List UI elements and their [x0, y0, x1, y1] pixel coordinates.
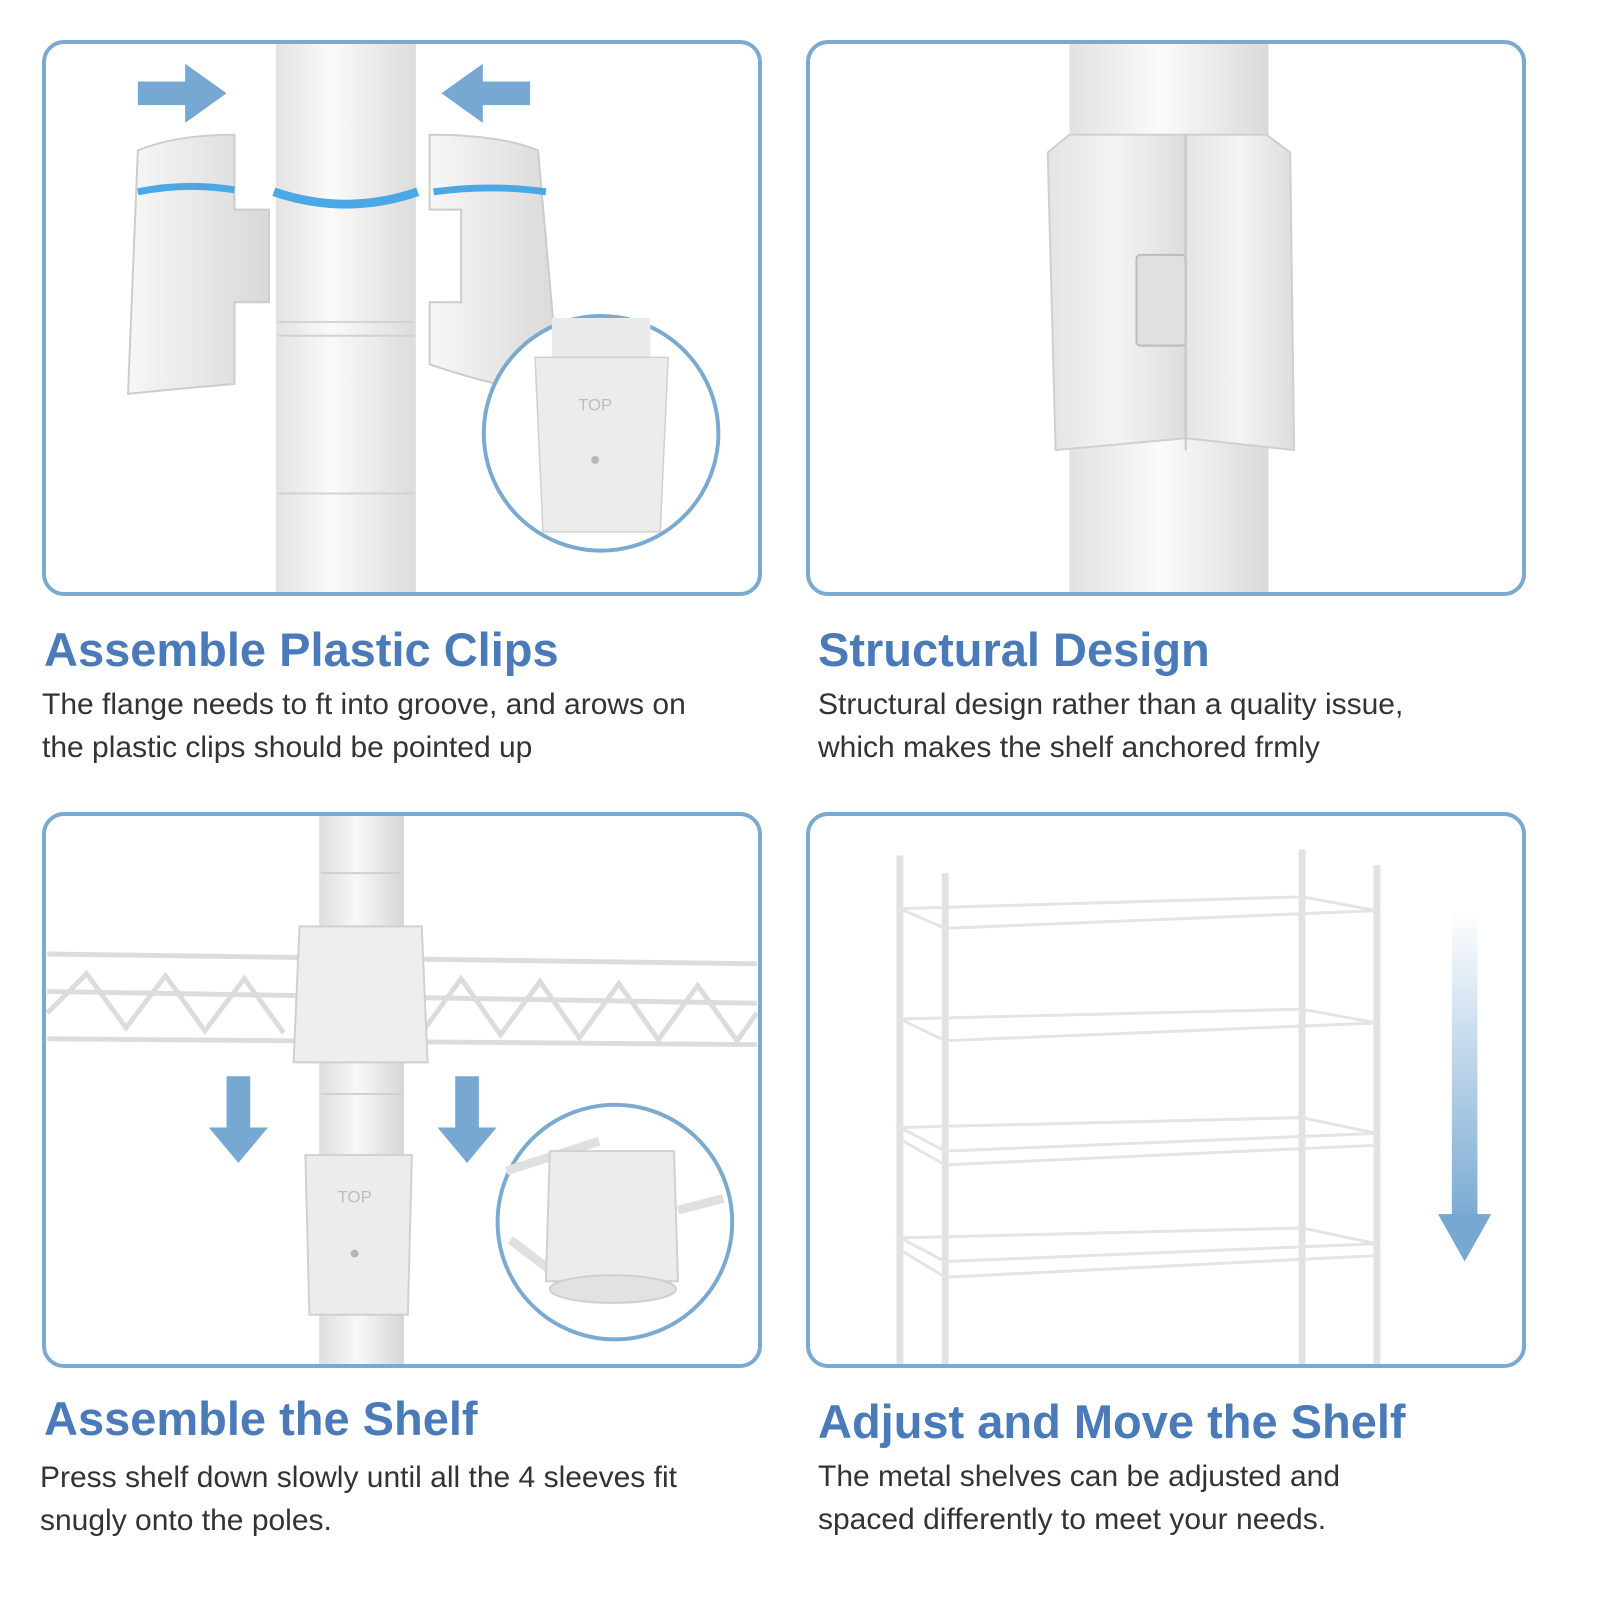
section-title-structure: Structural Design	[818, 623, 1210, 676]
description-line: the plastic clips should be pointed up	[42, 731, 533, 764]
section-description-adjust-shelf: The metal shelves can be adjusted and sp…	[818, 1455, 1340, 1541]
sleeve-left-half	[1046, 133, 1187, 452]
section-description-structure: Structural design rather than a quality …	[818, 683, 1403, 769]
description-line: Press shelf down slowly until all the 4 …	[40, 1461, 677, 1494]
shelf-assembly-illustration: TOP	[46, 816, 758, 1364]
section-description-clips: The flange needs to ft into groove, and …	[42, 683, 686, 769]
description-line: which makes the shelf anchored frmly	[818, 731, 1320, 764]
sleeve-right-half	[1184, 133, 1296, 452]
arrow-down-icon	[437, 1076, 497, 1163]
plastic-clips-illustration: TOP	[126, 44, 721, 592]
section-title-adjust-shelf: Adjust and Move the Shelf	[818, 1395, 1406, 1448]
arrow-left-icon	[441, 63, 531, 123]
structural-sleeve-illustration	[1046, 44, 1296, 592]
description-line: snugly onto the poles.	[40, 1504, 332, 1537]
description-line: The flange needs to ft into groove, and …	[42, 688, 686, 721]
sleeve-top-marking: TOP	[338, 1187, 372, 1206]
section-description-assemble-shelf: Press shelf down slowly until all the 4 …	[40, 1456, 677, 1542]
arrow-down-icon	[1438, 910, 1492, 1262]
section-title-clips: Assemble Plastic Clips	[44, 623, 559, 676]
image-panel-assemble-shelf: TOP	[42, 812, 762, 1368]
description-line: The metal shelves can be adjusted and	[818, 1460, 1340, 1493]
description-line: Structural design rather than a quality …	[818, 688, 1404, 721]
shelving-unit-illustration	[894, 849, 1492, 1364]
image-panel-structure	[806, 40, 1526, 596]
sleeve-flange	[1135, 253, 1187, 347]
image-panel-clips: TOP	[42, 40, 762, 596]
sleeve-with-arrow	[304, 1154, 413, 1316]
description-line: spaced differently to meet your needs.	[818, 1503, 1327, 1536]
shelf-posts	[896, 849, 1381, 1364]
left-clip	[126, 133, 270, 395]
groove-highlight	[272, 187, 420, 209]
wire-shelves	[894, 895, 1378, 1279]
mounted-sleeve	[292, 925, 429, 1064]
image-panel-adjust-shelf	[806, 812, 1526, 1368]
arrow-right-icon	[137, 63, 227, 123]
sleeve-top-marking: TOP	[578, 396, 612, 415]
arrow-down-icon	[208, 1076, 268, 1163]
section-title-assemble-shelf: Assemble the Shelf	[44, 1392, 478, 1445]
